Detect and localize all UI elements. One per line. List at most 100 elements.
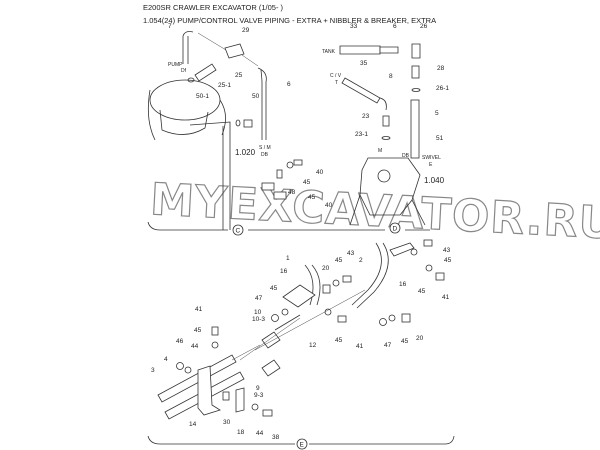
callout: 41	[356, 343, 364, 350]
diagram-model-title: E200SR CRAWLER EXCAVATOR (1/05- )	[143, 3, 284, 12]
callout: 47	[384, 342, 392, 349]
nut-47	[379, 318, 387, 326]
callout: Df	[181, 68, 187, 74]
clamp-18	[235, 387, 245, 413]
callout: 25	[235, 72, 243, 79]
callout: 45	[335, 337, 343, 344]
callout: 10	[254, 309, 262, 316]
pump-body-drawing	[147, 79, 231, 230]
callout: 45	[303, 179, 311, 186]
section-e-frame	[147, 435, 455, 445]
o-ring-50-1	[235, 119, 241, 127]
callout: PUMP	[168, 62, 183, 68]
callout: DB	[261, 152, 269, 158]
callout: 9	[256, 385, 260, 392]
callout: 38	[272, 434, 280, 441]
callout: 48	[288, 189, 296, 196]
callout: 18	[237, 429, 245, 436]
washer-45	[332, 279, 340, 287]
callout: 45	[194, 327, 202, 334]
washer-45	[388, 314, 396, 322]
callout: 26-1	[436, 85, 449, 92]
section-d-label: D	[393, 226, 398, 233]
callout: C / V	[330, 73, 342, 79]
section-e-marker	[296, 438, 308, 450]
callout: 23	[362, 113, 370, 120]
bolt-41	[211, 326, 219, 336]
bolt-41	[435, 272, 445, 281]
callout: TANK	[322, 49, 336, 55]
washer-45	[211, 341, 219, 349]
callout: 23-1	[355, 131, 368, 138]
callout: 12	[309, 342, 317, 349]
washer-44	[184, 366, 192, 374]
callout: 41	[442, 294, 450, 301]
washer-45	[286, 161, 294, 169]
lower-callouts: 1 20 16 45 43 2 43 45 16 45 41 47 45 10 …	[151, 247, 452, 441]
callout: 1.020	[235, 148, 256, 157]
callout: 41	[195, 306, 203, 313]
tee-fitting-29	[224, 43, 245, 59]
callout: 26	[420, 23, 428, 30]
bolt-38	[262, 409, 273, 417]
callout: 45	[335, 257, 343, 264]
clip-20	[401, 313, 411, 323]
callout: S / M	[259, 145, 271, 151]
adapter-28	[411, 65, 420, 79]
callout: 7	[168, 23, 172, 30]
callout: 44	[256, 430, 264, 437]
clamp-9	[261, 359, 281, 377]
bolt-43	[342, 275, 352, 283]
section-d-marker	[389, 222, 401, 234]
callout: 43	[347, 250, 355, 257]
adapter-23	[382, 115, 390, 127]
callout: 51	[436, 135, 444, 142]
callout: DB	[402, 153, 410, 159]
pipe-1	[304, 264, 321, 306]
callout: 40	[325, 202, 333, 209]
washer-45	[410, 248, 418, 256]
clamp-block	[273, 191, 287, 200]
elbow-26	[411, 43, 421, 59]
callout: 45	[270, 285, 278, 292]
callout: 44	[191, 343, 199, 350]
callout: 47	[255, 295, 263, 302]
callout: 8	[389, 73, 393, 80]
bolt-41	[337, 315, 347, 323]
spacer-30	[222, 391, 230, 401]
hose-7	[182, 31, 194, 64]
hose-51	[410, 99, 420, 159]
callout: 14	[189, 421, 197, 428]
clip-20	[322, 284, 331, 294]
callout: 20	[416, 335, 424, 342]
nut-47	[271, 314, 279, 322]
section-c-label: C	[236, 228, 241, 235]
callout: 2	[359, 257, 363, 264]
callout: 43	[443, 247, 451, 254]
adapter-25	[194, 63, 217, 82]
callout: 9-3	[254, 392, 264, 399]
callout: 5	[435, 110, 439, 117]
callout: 45	[444, 257, 452, 264]
clamp-48	[276, 169, 283, 179]
o-ring-25-1	[187, 77, 195, 83]
washer-45	[425, 264, 433, 272]
callout: 1.040	[424, 176, 445, 185]
callout: 16	[399, 281, 407, 288]
o-ring-23-1	[381, 136, 391, 140]
o-ring-26-1	[411, 88, 421, 92]
clamp-10	[261, 331, 281, 349]
hose-6	[257, 67, 267, 140]
callout: 33	[350, 23, 358, 30]
clamp-block	[261, 182, 275, 191]
callout: 40	[316, 169, 324, 176]
callout: 6	[393, 23, 397, 30]
callout: 1	[286, 255, 290, 262]
callout: 50-1	[196, 93, 209, 100]
callout: 30	[223, 419, 231, 426]
callout: M	[378, 148, 382, 154]
callout: T	[335, 80, 338, 86]
section-c-marker	[232, 224, 244, 236]
callout: 50	[252, 93, 260, 100]
